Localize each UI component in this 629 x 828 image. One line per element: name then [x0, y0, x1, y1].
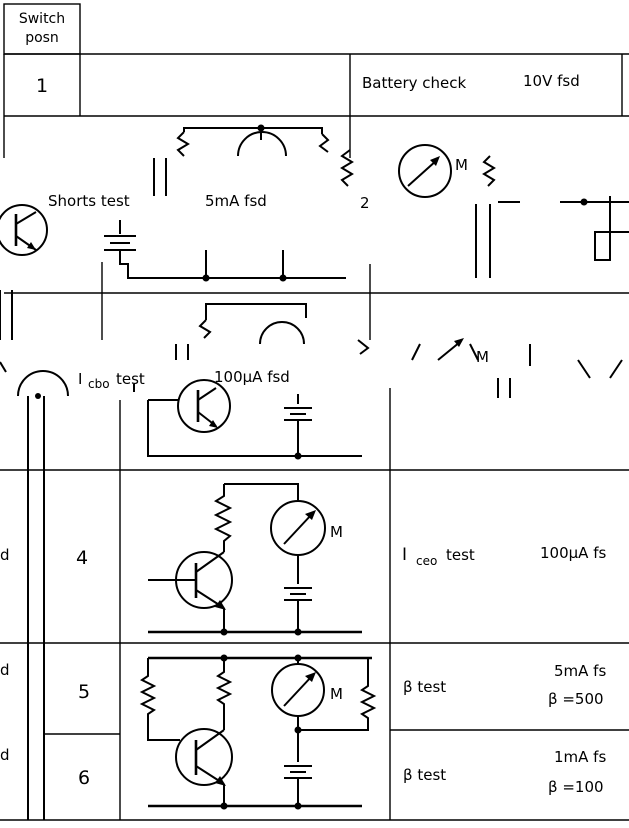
- left-fragment: d: [0, 661, 10, 679]
- test-range: 5mA fs: [554, 662, 606, 680]
- transistor-icon: [175, 728, 233, 786]
- test-subscript: cbo: [88, 377, 110, 391]
- meter-label: M: [455, 156, 468, 174]
- meter-label: M: [330, 523, 343, 541]
- test-name: I: [78, 370, 82, 388]
- meter-label: M: [330, 685, 343, 703]
- posn-number: 6: [78, 767, 90, 789]
- posn-number: 1: [36, 75, 48, 97]
- meter-icon: [398, 144, 452, 198]
- header-posn-label: posn: [25, 30, 59, 46]
- test-name: β test: [403, 678, 446, 696]
- beta-value: β =500: [548, 690, 604, 708]
- table-row-5: d 5 β test 5mA fs β =500: [0, 661, 629, 735]
- test-name: Shorts test: [48, 192, 130, 210]
- header-cell: Switch posn: [3, 3, 81, 55]
- table-row-1: 1 Battery check 10V fsd: [3, 53, 629, 158]
- header-switch-label: Switch: [19, 11, 65, 27]
- test-suffix: test: [446, 546, 475, 564]
- posn-number: 4: [76, 547, 88, 569]
- posn-number: 5: [78, 681, 90, 703]
- fragment-label: 2: [360, 194, 370, 212]
- test-range: 5mA fsd: [205, 192, 267, 210]
- test-range: 100μA fsd: [214, 368, 290, 386]
- meter-label: M: [476, 348, 489, 366]
- test-range: 1mA fs: [554, 748, 606, 766]
- test-name: β test: [403, 766, 446, 784]
- test-name: Battery check: [362, 74, 467, 92]
- table-row-6: d 6 β test 1mA fs β =100: [0, 746, 606, 796]
- table-row-4: d 4 M I ceo test 100μA fs: [0, 469, 629, 820]
- table-row-3: M I cbo test 100μA fsd: [0, 303, 623, 820]
- transistor-icon: [0, 204, 48, 256]
- test-suffix: test: [116, 370, 145, 388]
- left-fragment: d: [0, 546, 10, 564]
- test-name: I: [402, 545, 407, 565]
- test-subscript: ceo: [416, 554, 437, 568]
- left-fragment: d: [0, 746, 10, 764]
- test-range: 100μA fs: [540, 544, 606, 562]
- transistor-icon: [177, 379, 231, 433]
- test-range: 10V fsd: [523, 72, 580, 90]
- table-row-2: M Shorts test 5mA fsd 2: [0, 124, 629, 340]
- beta-value: β =100: [548, 778, 604, 796]
- beta-test-circuit: M: [139, 654, 377, 810]
